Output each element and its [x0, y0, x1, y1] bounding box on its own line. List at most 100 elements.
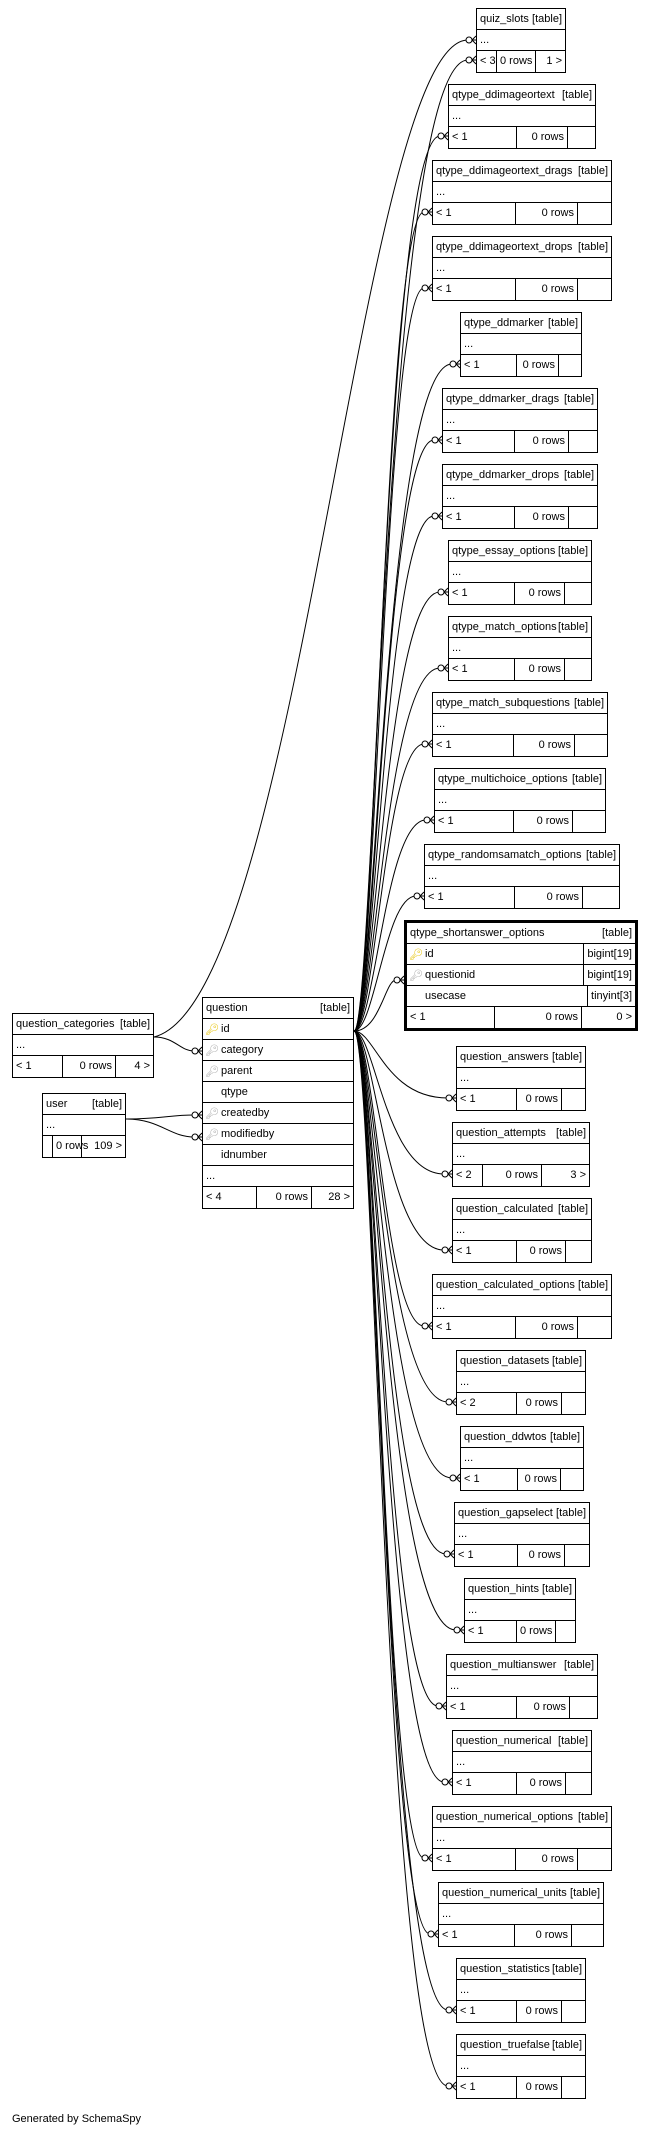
relationship-line — [353, 667, 441, 1032]
column-parent[interactable]: 🔑︎parent — [203, 1061, 353, 1082]
table-name: question_ddwtos — [464, 1431, 547, 1443]
table-name: qtype_ddmarker — [464, 317, 544, 329]
relationship-crowfoot — [447, 1169, 453, 1179]
rows-count: 0 rows — [524, 1473, 557, 1485]
children-count: 0 > — [581, 1007, 635, 1028]
column-qtype[interactable]: qtype — [203, 1082, 353, 1103]
table-type-label: [table] — [542, 1583, 572, 1595]
relationship-optional-marker — [423, 816, 431, 824]
relationship-line — [153, 1036, 195, 1052]
parents-count: < 1 — [433, 1849, 516, 1870]
parents-count: < 1 — [461, 1469, 518, 1490]
relationship-crowfoot — [427, 739, 433, 749]
table-type-label: [table] — [602, 927, 632, 939]
relationship-optional-marker — [191, 1111, 199, 1119]
table-question-calculated-options[interactable]: question_calculated_options[table]...< 1… — [432, 1274, 612, 1339]
children-count — [564, 659, 591, 680]
rows-count: 0 rows — [532, 511, 565, 523]
children-count — [565, 1773, 591, 1794]
relationship-line — [353, 979, 397, 1032]
table-type-label: [table] — [564, 1659, 594, 1671]
parents-count: < 1 — [453, 1773, 517, 1794]
children-count — [574, 735, 607, 756]
children-count — [561, 2077, 585, 2098]
table-question[interactable]: question[table] 🔑︎id 🔑︎category 🔑︎parent… — [202, 997, 354, 1209]
relationship-optional-marker — [441, 1246, 449, 1254]
relationship-line — [353, 211, 425, 1032]
table-name: question_datasets — [460, 1355, 550, 1367]
relationship-crowfoot — [447, 1245, 453, 1255]
relationship-crowfoot — [433, 1929, 439, 1939]
relationship-optional-marker — [449, 1474, 457, 1482]
parents-count: < 4 — [203, 1187, 257, 1208]
table-name: qtype_essay_options — [452, 545, 556, 557]
rows-count: 0 rows — [541, 1321, 574, 1333]
relationship-optional-marker — [441, 1778, 449, 1786]
column-category[interactable]: 🔑︎category — [203, 1040, 353, 1061]
relationship-optional-marker — [435, 1702, 443, 1710]
relationship-crowfoot — [419, 891, 425, 901]
relationship-crowfoot — [427, 207, 433, 217]
table-name: user — [46, 1098, 68, 1110]
column-createdby[interactable]: 🔑︎createdby — [203, 1103, 353, 1124]
relationship-optional-marker — [445, 1094, 453, 1102]
table-name: question_attempts — [456, 1127, 546, 1139]
relationship-optional-marker — [465, 36, 473, 44]
relationship-optional-marker — [445, 2082, 453, 2090]
table-qtype-randomsamatch-options[interactable]: qtype_randomsamatch_options[table]...< 1… — [424, 844, 620, 909]
table-type-label: [table] — [578, 241, 608, 253]
table-name: qtype_multichoice_options — [438, 773, 568, 785]
column-idnumber[interactable]: idnumber — [203, 1145, 353, 1166]
column-id[interactable]: 🔑︎id — [203, 1019, 353, 1040]
table-type-label: [table] — [558, 545, 588, 557]
column-modifiedby[interactable]: 🔑︎modifiedby — [203, 1124, 353, 1145]
rows-count: 0 rows — [275, 1191, 308, 1203]
parents-count: < 1 — [449, 659, 515, 680]
relationship-crowfoot — [471, 55, 477, 65]
table-name: question_calculated — [456, 1203, 554, 1215]
table-type-label: [table] — [552, 1051, 582, 1063]
relationship-optional-marker — [421, 284, 429, 292]
relationship-crowfoot — [197, 1046, 203, 1056]
relationship-crowfoot — [399, 975, 405, 985]
relationship-crowfoot — [449, 1549, 455, 1559]
relationship-optional-marker — [449, 360, 457, 368]
relationship-line — [353, 1030, 449, 1099]
parents-count: < 1 — [433, 1317, 516, 1338]
rows-count: 0 rows — [525, 2081, 558, 2093]
rows-count: 0 rows — [532, 435, 565, 447]
table-question-categories[interactable]: question_categories[table] ... < 1 0 row… — [12, 1013, 154, 1078]
children-count — [572, 811, 605, 832]
foreign-key-icon: 🔑︎ — [205, 1065, 219, 1078]
rows-count: 0 rows — [56, 1140, 89, 1152]
table-user[interactable]: user[table] ... 0 rows 109 > — [42, 1093, 126, 1158]
